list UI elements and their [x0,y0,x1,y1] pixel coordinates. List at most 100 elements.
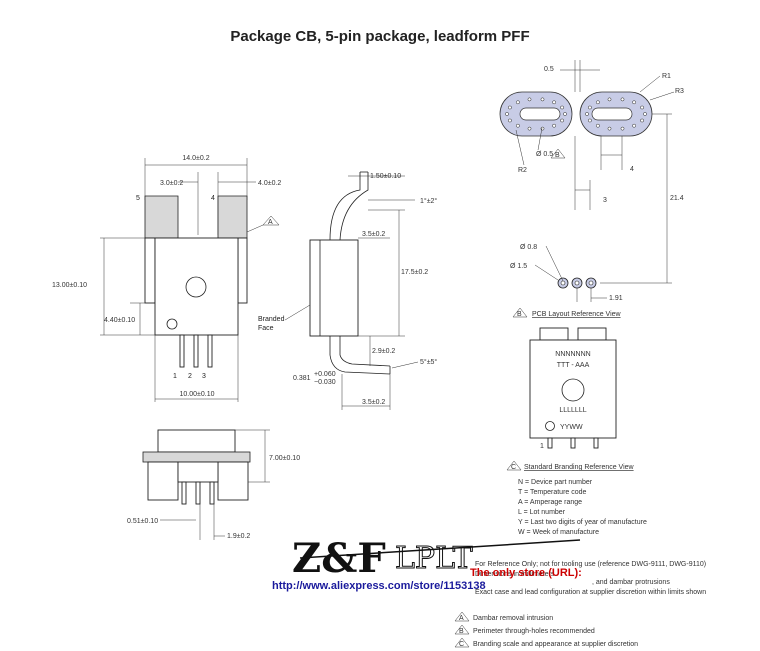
watermark-url: http://www.aliexpress.com/store/1153138 [272,580,486,592]
note-exact: Exact case and lead configuration at sup… [475,589,706,596]
note-dims: Dimensions in millimeters [475,571,555,578]
pcb-hole-dim: Ø 0.5 [536,151,553,158]
pcb-dim-05-top: 0.5 [544,66,554,73]
brand-line4: YYWW [560,424,583,431]
pcb-through-hole [505,112,509,116]
side-mid-dim: 3.5±0.2 [362,231,385,238]
side-view: 1.50±0.10 1°±2° 3.5±0.2 17.5±0.2 2.9±0.2… [258,171,437,410]
pcb-pad-15: Ø 1.5 [510,263,527,270]
front-view: 14.0±0.2 3.0±0.2 4.0±0.2 5 4 A [52,155,281,402]
legend-l: L = Lot number [518,509,566,516]
pcb-through-hole [527,97,532,102]
note-item-flag-c: C [459,641,464,648]
pcb-through-hole [516,100,520,105]
pcb-dim-3: 3 [603,197,607,204]
pcb-through-hole [552,100,556,105]
pcb-through-hole [560,118,564,123]
side-thickness: 0.381 [293,375,311,382]
side-thickness-plus: +0.060 [314,371,336,378]
pcb-through-hole [540,97,545,102]
watermark: Z&F LPLT The only store (URL): http://ww… [272,535,582,592]
note-item-1: Dambar removal intrusion [473,615,553,622]
pcb-through-hole [596,123,600,128]
watermark-logo-b: LPLT [395,541,473,576]
pcb-through-hole [527,126,532,131]
front-width-dim: 14.0±0.2 [182,155,209,162]
branded-label-line2: Face [258,325,274,332]
watermark-logo: Z&F [292,535,386,582]
bottom-view: 7.00±0.10 0.51±0.10 1.9±0.2 [127,429,300,540]
legend-n: N = Device part number [518,479,593,486]
side-lead-dim: 2.9±0.2 [372,348,395,355]
side-angle-bottom: 5°±5° [420,358,437,366]
pcb-caption: PCB Layout Reference View [532,311,622,318]
pcb-r2-label: R2 [518,167,527,174]
pin-4-label: 4 [211,195,215,202]
pcb-dim-191: 1.91 [609,295,623,302]
note-item-flag-b: B [459,628,464,635]
pcb-through-hole [640,118,644,123]
side-bottom-dim: 3.5±0.2 [362,399,385,406]
pcb-through-hole [563,112,567,116]
brand-pin-1: 1 [540,443,544,450]
front-right-dim: 4.0±0.2 [258,180,281,187]
pcb-through-hole [620,97,625,102]
note-excl: , and dambar protrusions [592,579,670,586]
legend-y: Y = Last two digits of year of manufactu… [518,519,647,526]
page-title: Package CB, 5-pin package, leadform PFF [230,28,530,45]
branding-view: NNNNNNN TTT - AAA LLLLLLL YYWW 1 C Stand… [506,327,647,536]
pcb-through-hole [560,105,564,110]
pin-1-label: 1 [173,373,177,380]
pcb-r1-label: R1 [662,73,671,80]
bottom-pitch-dim: 1.9±0.2 [227,533,250,540]
pcb-pad-08: Ø 0.8 [520,244,537,251]
pcb-layout: 0.5 R1 R3 Ø 0.5 B R2 4 [499,60,684,318]
bottom-lead-dim: 0.51±0.10 [127,518,158,525]
brand-line1: NNNNNNN [555,351,590,358]
legend-t: T = Temperature code [518,489,587,496]
note-item-flag-a: A [459,615,464,622]
pcb-through-hole [588,105,592,110]
pcb-through-hole [632,100,636,105]
pcb-through-hole [607,126,612,131]
note-item-2: Perimeter through-holes recommended [473,628,595,635]
side-top-dim: 1.50±0.10 [370,173,401,180]
note-ref: For Reference Only; not for tooling use … [475,561,706,568]
pcb-through-hole [540,126,545,131]
pcb-dim-4: 4 [630,166,634,173]
brand-note-c: C [511,464,516,471]
pcb-through-hole [640,105,644,110]
pcb-through-hole [516,123,520,128]
pcb-note-b: B [517,311,522,318]
pin-5-label: 5 [136,195,140,202]
note-flag-a: A [268,219,273,226]
pcb-through-hole [620,126,625,131]
pcb-through-hole [632,123,636,128]
pcb-through-hole [585,112,589,116]
pcb-through-hole [596,100,600,105]
pcb-through-hole [588,118,592,123]
pcb-r3-label: R3 [675,88,684,95]
watermark-store-line: The only store (URL): [470,567,582,579]
notes-block: For Reference Only; not for tooling use … [454,561,706,648]
pcb-through-hole [508,105,512,110]
front-height-dim: 13.00±0.10 [52,282,87,289]
pcb-through-hole [607,97,612,102]
brand-line3: LLLLLLL [559,407,586,414]
pin-3-label: 3 [202,373,206,380]
pcb-through-hole [508,118,512,123]
side-height-dim: 17.5±0.2 [401,269,428,276]
pcb-through-hole [552,123,556,128]
branding-caption: Standard Branding Reference View [524,464,635,471]
branded-label-line1: Branded [258,316,285,323]
pcb-note-b-small: B [555,152,560,159]
pcb-through-hole [643,112,647,116]
pcb-dim-214: 21.4 [670,195,684,202]
pin-2-label: 2 [188,373,192,380]
front-bottom-dim: 10.00±0.10 [180,391,215,398]
front-lower-dim: 4.40±0.10 [104,317,135,324]
note-item-3: Branding scale and appearance at supplie… [473,641,638,648]
legend-a: A = Amperage range [518,499,582,506]
